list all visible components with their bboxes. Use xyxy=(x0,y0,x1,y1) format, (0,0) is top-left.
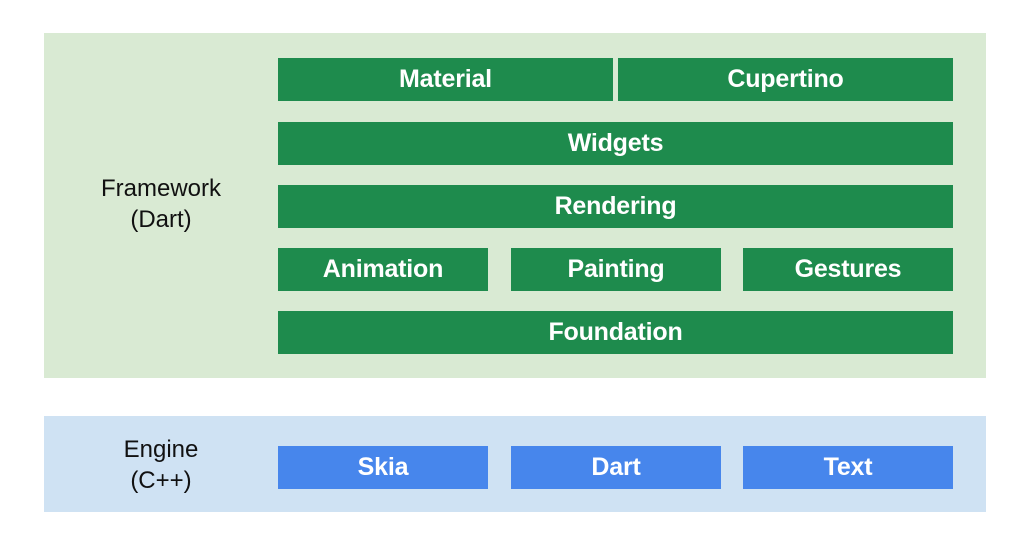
text-box: Text xyxy=(743,446,953,489)
framework-label-language: (Dart) xyxy=(130,206,192,233)
painting-box: Painting xyxy=(511,248,721,291)
framework-layer-label: Framework (Dart) xyxy=(44,173,278,235)
engine-label-name: Engine xyxy=(123,436,199,463)
dart-box: Dart xyxy=(511,446,721,489)
rendering-box: Rendering xyxy=(278,185,953,228)
widgets-box: Widgets xyxy=(278,122,953,165)
foundation-box: Foundation xyxy=(278,311,953,354)
skia-box: Skia xyxy=(278,446,488,489)
material-box: Material xyxy=(278,58,613,101)
engine-layer: Engine (C++) Skia Dart Text xyxy=(44,416,986,512)
framework-label-name: Framework xyxy=(100,175,221,202)
cupertino-box: Cupertino xyxy=(618,58,953,101)
animation-box: Animation xyxy=(278,248,488,291)
framework-layer: Framework (Dart) Material Cupertino Widg… xyxy=(44,33,986,378)
engine-layer-label: Engine (C++) xyxy=(44,434,278,496)
gestures-box: Gestures xyxy=(743,248,953,291)
engine-label-language: (C++) xyxy=(130,467,192,494)
